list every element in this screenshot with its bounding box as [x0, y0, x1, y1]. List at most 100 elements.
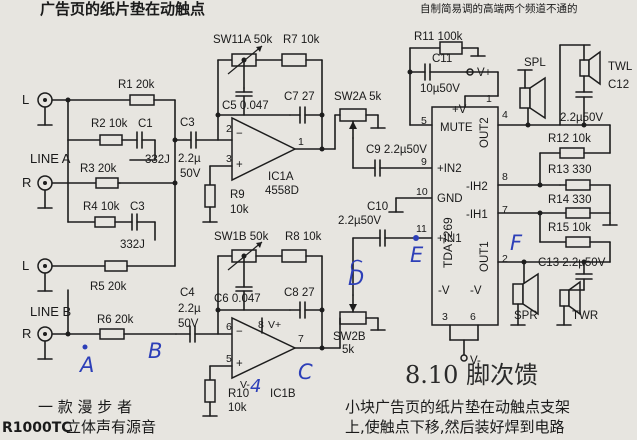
- label-r11: R11 100k: [414, 31, 463, 43]
- resistor-r5: [104, 260, 128, 272]
- label-tda-p11: 11: [416, 223, 427, 235]
- label-r13: R13 330: [548, 164, 591, 176]
- label-r1: R1 20k: [118, 79, 155, 91]
- header-headline: 广告页的纸片垫在动触点: [40, 0, 205, 18]
- label-c12: C12: [608, 79, 629, 91]
- label-c3-val1: 2.2µ: [178, 153, 201, 165]
- ic1a-pin-plus: +: [236, 159, 243, 171]
- label-c3: C3: [180, 117, 195, 129]
- speaker-twl-body: [579, 59, 590, 77]
- label-c10-val: 2.2µ50V: [338, 215, 381, 227]
- resistor-r14: [565, 207, 591, 219]
- label-c10: C10: [367, 201, 388, 213]
- label-vminus: V-: [470, 355, 481, 367]
- label-c332-2: 332J: [120, 239, 145, 251]
- label-c8: C8 27: [284, 287, 315, 299]
- label-in-l: L: [22, 92, 29, 107]
- label-ic1a: IC1A: [268, 171, 294, 183]
- label-tda-minus-v2: -V: [470, 285, 482, 297]
- label-c9: C9 2.2µ50V: [366, 144, 427, 156]
- opamp-ic1a: [231, 116, 297, 182]
- speaker-spr-body: [512, 283, 524, 305]
- label-sw1b: SW1B 50k: [214, 231, 269, 243]
- speaker-spl-cone: [529, 76, 546, 120]
- label-c4: C4: [180, 287, 195, 299]
- label-tda-p7: 7: [502, 204, 508, 216]
- label-tda-p5: 5: [421, 115, 427, 127]
- label-r4: R4 10k: [83, 201, 120, 213]
- label-r14: R14 330: [548, 194, 591, 206]
- label-tda-out1: OUT1: [479, 241, 491, 272]
- resistor-r6: [99, 328, 125, 340]
- label-tda-in2: +IN2: [437, 163, 462, 175]
- label-tda-p1: 1: [486, 93, 492, 105]
- annotation-pin-4: 4: [250, 376, 261, 397]
- label-c1: C1: [138, 118, 153, 130]
- label-c5: C5 0.047: [222, 100, 269, 112]
- label-pin2: 2: [226, 123, 232, 135]
- label-twl: TWL: [608, 61, 633, 73]
- label-r15: R15 10k: [548, 222, 591, 234]
- label-c7: C7 27: [284, 91, 315, 103]
- label-in-r1: R: [22, 175, 31, 190]
- label-c4-val1: 2.2µ: [178, 303, 201, 315]
- label-r5: R5 20k: [90, 281, 127, 293]
- pot-sw2a: [339, 108, 367, 122]
- label-c11-val: 10µ50V: [420, 83, 460, 95]
- input-jack-line-b-r: [37, 326, 53, 360]
- faint-header-text: 自制简易调的高端两个频道不通的: [420, 2, 578, 15]
- resistor-r3: [95, 177, 119, 189]
- speaker-spr-cone: [522, 272, 539, 316]
- label-c3b: C3: [130, 201, 145, 213]
- ic1b-pin-minus: −: [236, 326, 243, 338]
- label-pin1: 1: [298, 136, 304, 148]
- label-spr: SPR: [514, 310, 538, 322]
- label-pin4v: V-: [240, 379, 250, 391]
- label-c6: C6 0.047: [214, 293, 261, 305]
- input-jack-l2: [37, 258, 53, 292]
- label-c11: C11: [432, 53, 452, 65]
- speaker-twr-body: [559, 289, 570, 307]
- body-text-line-1: 小块广告页的纸片垫在动触点支架: [345, 398, 570, 416]
- label-r9-val: 10k: [230, 204, 249, 216]
- handwritten-note: 8.10 脚次馈: [405, 361, 538, 389]
- label-c12-val: 2.2µ50V: [560, 112, 603, 124]
- label-tda-minus-v1: -V: [438, 285, 450, 297]
- label-pin5: 5: [226, 353, 232, 365]
- label-tda-p9: 9: [421, 156, 427, 168]
- label-tda-in1: +IN1: [437, 233, 462, 245]
- label-c332-1: 332J: [145, 154, 170, 166]
- label-sw2a: SW2A 5k: [334, 91, 382, 103]
- ic1a-pin-minus: −: [236, 128, 243, 140]
- speaker-spl-body: [519, 87, 531, 109]
- label-tda-p6: 6: [470, 311, 476, 323]
- annotation-d-mark: [350, 259, 363, 271]
- label-tda-plus-v: +V: [452, 104, 467, 116]
- label-vplus: V+: [477, 67, 492, 79]
- label-line-a: LINE A: [30, 151, 71, 166]
- label-r10-val: 10k: [228, 402, 247, 414]
- annotation-test-point-e: E: [410, 243, 424, 267]
- input-jack-line-a-r: [37, 175, 53, 209]
- label-pin7: 7: [298, 333, 304, 345]
- resistor-r4: [94, 216, 116, 228]
- caption-title-rest: 立体声有源音: [66, 418, 156, 436]
- label-tda-p4: 4: [502, 109, 508, 121]
- resistor-r15: [565, 236, 591, 248]
- label-tda-mute: MUTE: [440, 122, 473, 134]
- pot-sw2b: [339, 311, 367, 325]
- resistor-r13: [565, 179, 591, 191]
- test-point-e-dot: [413, 235, 419, 241]
- label-tda-p8: 8: [502, 171, 508, 183]
- label-pin8: 8: [258, 319, 264, 331]
- speaker-twl-cone: [588, 50, 601, 86]
- resistor-r1: [129, 94, 155, 106]
- resistor-r8: [281, 249, 307, 263]
- body-text-line-2: 上,使触点下移,然后装好焊到电路: [345, 418, 565, 436]
- label-tda-ih2: -IH2: [466, 181, 488, 193]
- label-r3: R3 20k: [80, 163, 117, 175]
- label-r8: R8 10k: [285, 231, 322, 243]
- annotation-test-point-c: C: [298, 360, 313, 384]
- label-tda-name: TDA7269: [441, 217, 455, 268]
